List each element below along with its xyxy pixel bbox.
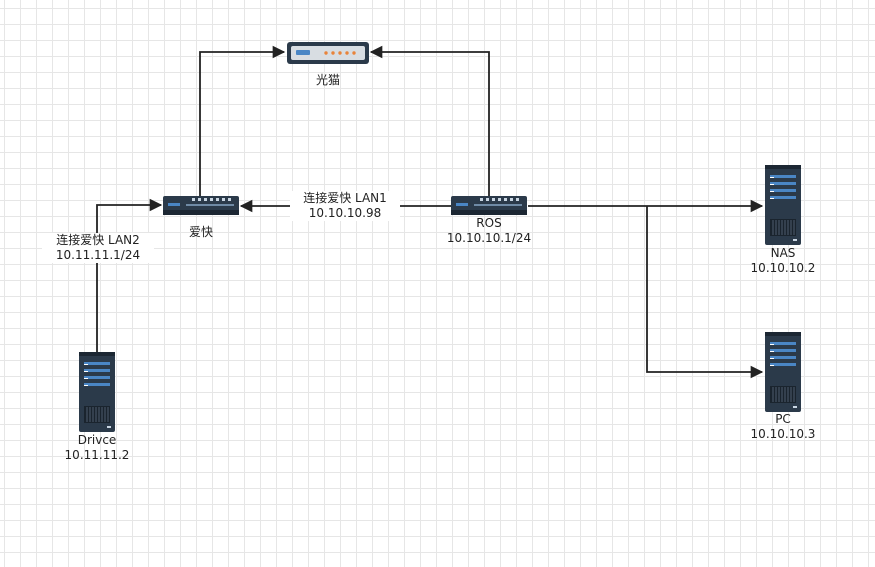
drivce-label: Drivce 10.11.11.2 [52, 433, 142, 463]
modem-label: 光猫 [298, 73, 358, 88]
switch-icon[interactable] [163, 196, 239, 215]
lan2-text: 连接爱快 LAN2 [56, 233, 140, 247]
ros-ip: 10.10.10.1/24 [446, 231, 532, 245]
ikuai-name: 爱快 [188, 225, 213, 239]
link-ros-modem [369, 45, 490, 196]
lan1-label: 连接爱快 LAN1 10.10.10.98 [290, 191, 400, 221]
switch-icon[interactable] [451, 196, 527, 215]
server-icon[interactable] [765, 165, 801, 245]
link-drivce-ikuai-lan2 [96, 198, 163, 352]
link-ikuai-modem [199, 45, 286, 196]
modem-icon[interactable] [287, 42, 369, 64]
nas-name: NAS [770, 246, 796, 260]
pc-name: PC [775, 412, 791, 426]
drivce-ip: 10.11.11.2 [64, 448, 130, 462]
lan1-ip: 10.10.10.98 [308, 206, 382, 220]
ikuai-label: 爱快 [171, 225, 231, 240]
ros-label: ROS 10.10.10.1/24 [434, 216, 544, 246]
pc-label: PC 10.10.10.3 [738, 412, 828, 442]
lan2-label: 连接爱快 LAN2 10.11.11.1/24 [42, 233, 154, 263]
nas-label: NAS 10.10.10.2 [738, 246, 828, 276]
link-ros-pc [646, 206, 764, 379]
lan2-ip: 10.11.11.1/24 [55, 248, 141, 262]
server-icon[interactable] [79, 352, 115, 432]
pc-ip: 10.10.10.3 [750, 427, 816, 441]
server-icon[interactable] [765, 332, 801, 412]
lan1-text: 连接爱快 LAN1 [303, 191, 387, 205]
ros-name: ROS [476, 216, 502, 230]
nas-ip: 10.10.10.2 [750, 261, 816, 275]
drivce-name: Drivce [77, 433, 117, 447]
modem-name: 光猫 [315, 73, 340, 87]
